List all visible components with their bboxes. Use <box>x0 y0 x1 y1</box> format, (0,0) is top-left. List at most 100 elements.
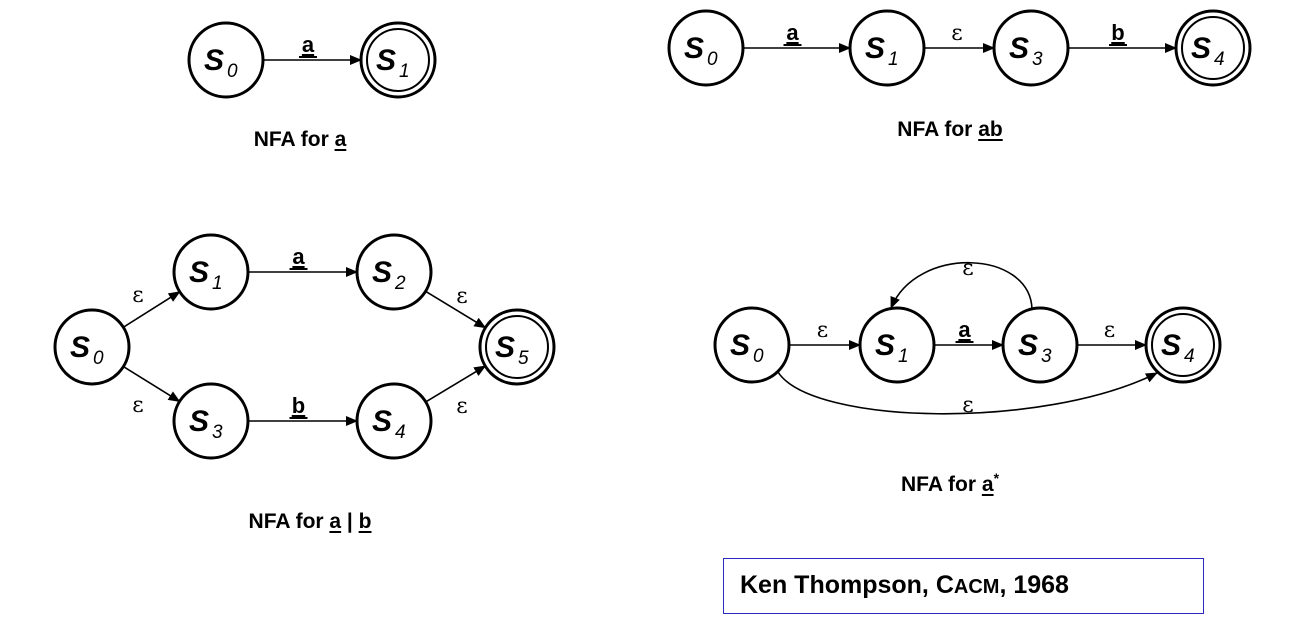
transition-arrow-s0-s3 <box>122 365 181 403</box>
state-subscript: 2 <box>394 273 406 294</box>
caption-regex-b: b <box>358 510 372 533</box>
state-name: S <box>1018 329 1038 362</box>
state-name: S <box>1191 32 1211 65</box>
state-circle <box>848 9 926 87</box>
state-circle <box>713 306 791 384</box>
symbol-label-a: a <box>292 244 305 269</box>
epsilon-label: ε <box>132 393 143 418</box>
state-name: S <box>1161 329 1181 362</box>
accepting-ring <box>366 28 430 92</box>
citation-box: Ken Thompson, CACM, 1968 <box>723 558 1204 614</box>
caption-regex-a: a <box>329 510 342 533</box>
caption-regex: ab <box>978 118 1003 141</box>
state-name: S <box>372 405 392 438</box>
transition-arrow-s2-s5 <box>425 290 487 329</box>
kleene-star: * <box>993 470 1000 486</box>
transition-arrow-s4-s5 <box>425 365 487 403</box>
state-subscript: 3 <box>212 422 223 443</box>
epsilon-label: ε <box>132 283 143 308</box>
epsilon-label: ε <box>1104 318 1115 343</box>
state-circle <box>478 308 556 386</box>
state-subscript: 0 <box>753 346 764 367</box>
state-circle <box>355 382 433 460</box>
state-subscript: 5 <box>518 348 529 369</box>
state-subscript: 1 <box>898 346 909 367</box>
caption-regex: a <box>981 473 994 496</box>
epsilon-label: ε <box>456 284 467 309</box>
state-name: S <box>684 32 704 65</box>
state-name: S <box>875 329 895 362</box>
state-subscript: 4 <box>1214 49 1225 70</box>
state-name: S <box>495 331 515 364</box>
symbol-label-a: a <box>786 20 799 45</box>
caption-nfa-ab: NFA for ab <box>897 118 1003 141</box>
state-circle <box>172 382 250 460</box>
transition-arrow-s3-s1 <box>890 261 1033 310</box>
accepting-ring <box>1151 313 1215 377</box>
state-name: S <box>204 44 224 77</box>
state-subscript: 3 <box>1032 49 1043 70</box>
state-circle <box>355 233 433 311</box>
state-subscript: 4 <box>395 422 406 443</box>
state-subscript: 4 <box>1184 346 1195 367</box>
state-subscript: 1 <box>212 273 223 294</box>
epsilon-label: ε <box>951 21 962 46</box>
state-circle <box>1174 9 1252 87</box>
state-name: S <box>730 329 750 362</box>
state-circle <box>187 21 265 99</box>
transition-arrow-s0-s4 <box>777 371 1158 415</box>
caption-nfa-a-star: NFA for a* <box>900 470 1000 496</box>
accepting-ring <box>485 315 549 379</box>
state-name: S <box>1009 32 1029 65</box>
caption-nfa-a: NFA for a <box>253 128 347 151</box>
state-subscript: 0 <box>707 49 718 70</box>
symbol-label-b: b <box>1111 20 1124 45</box>
state-circle <box>53 308 131 386</box>
state-name: S <box>189 405 209 438</box>
state-subscript: 3 <box>1041 346 1052 367</box>
state-circle <box>172 233 250 311</box>
symbol-label-b: b <box>292 393 305 418</box>
state-circle <box>1144 306 1222 384</box>
accepting-ring <box>1181 16 1245 80</box>
state-subscript: 1 <box>399 61 410 82</box>
state-name: S <box>376 44 396 77</box>
epsilon-label: ε <box>962 256 973 281</box>
state-name: S <box>70 331 90 364</box>
state-circle <box>992 9 1070 87</box>
caption-nfa-a-or-b: NFA for a | b <box>248 510 372 533</box>
state-name: S <box>372 256 392 289</box>
state-circle <box>1001 306 1079 384</box>
epsilon-label: ε <box>456 394 467 419</box>
state-subscript: 0 <box>227 61 238 82</box>
epsilon-label: ε <box>817 318 828 343</box>
state-name: S <box>189 256 209 289</box>
symbol-label-a: a <box>958 317 971 342</box>
state-subscript: 1 <box>888 49 899 70</box>
state-subscript: 0 <box>93 348 104 369</box>
state-circle <box>858 306 936 384</box>
epsilon-label: ε <box>962 393 973 418</box>
symbol-label-a: a <box>302 32 315 57</box>
state-circle <box>667 9 745 87</box>
state-name: S <box>865 32 885 65</box>
transition-arrow-s0-s1 <box>122 291 181 328</box>
caption-regex: a <box>334 128 347 151</box>
